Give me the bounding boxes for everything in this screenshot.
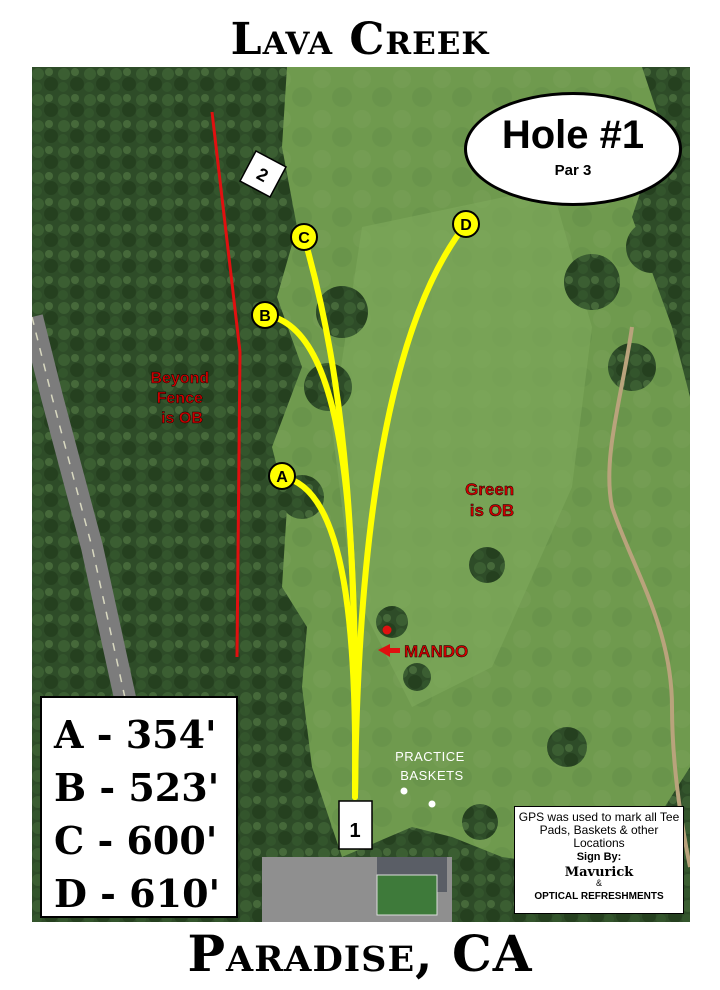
flight-paths xyxy=(262,221,469,800)
tree-clump xyxy=(626,221,678,273)
basket-a: A xyxy=(268,462,296,490)
practice-baskets-label: PRACTICE BASKETS xyxy=(395,749,469,783)
ampersand: & xyxy=(595,878,602,888)
svg-text:C: C xyxy=(298,230,310,247)
distance-c: C - 600' xyxy=(54,818,218,863)
hole-par: Par 3 xyxy=(554,162,592,179)
distance-b: B - 523' xyxy=(54,765,220,810)
green-ob-label: Green is OB xyxy=(465,480,519,520)
tree-clump xyxy=(376,606,408,638)
fairway xyxy=(332,187,592,707)
ob-fence-line xyxy=(210,111,242,658)
tree-clump xyxy=(462,804,498,840)
highway-center-line xyxy=(32,316,143,788)
basket-b: B xyxy=(251,301,279,329)
course-location: Paradise, CA xyxy=(187,924,533,983)
svg-text:A: A xyxy=(276,469,288,486)
tennis-court xyxy=(376,874,438,916)
author-name: Mavurick xyxy=(564,865,634,880)
tree-clump xyxy=(608,343,656,391)
fence-ob-label: Beyond Fence is OB xyxy=(150,370,213,427)
tee-pad-1: 1 xyxy=(338,800,373,850)
tree-clump xyxy=(469,547,505,583)
sign-by-label: Sign By: xyxy=(576,851,622,863)
basket-d: D xyxy=(452,210,480,238)
tree-clump xyxy=(547,727,587,767)
hole-info-oval: Hole #1 Par 3 xyxy=(464,92,682,206)
dirt-path xyxy=(607,326,690,868)
hole-number: Hole #1 xyxy=(501,113,645,157)
gps-note: GPS was used to mark all Tee Pads, Baske… xyxy=(518,810,680,850)
distance-a: A - 354' xyxy=(54,712,217,757)
tee-pad-2: 2 xyxy=(238,149,288,199)
flight-path-d xyxy=(352,221,469,800)
course-title: Lava Creek xyxy=(230,14,490,65)
svg-text:1: 1 xyxy=(349,820,360,842)
practice-basket xyxy=(400,787,408,795)
practice-basket xyxy=(428,800,436,808)
distance-legend: A - 354' B - 523' C - 600' D - 610' xyxy=(40,696,238,918)
distance-d: D - 610' xyxy=(54,871,221,916)
satellite-map: Beyond Fence is OB Green is OB A B C xyxy=(32,67,690,922)
mando-dot xyxy=(382,625,392,635)
tree-clump xyxy=(403,663,431,691)
mando-label: MANDO xyxy=(404,642,468,661)
tree-clump xyxy=(564,254,620,310)
svg-text:B: B xyxy=(259,308,271,325)
tree-clump xyxy=(316,286,368,338)
sign-credit-box: GPS was used to mark all Tee Pads, Baske… xyxy=(514,806,684,914)
mando-arrow-icon xyxy=(378,644,400,657)
basket-c: C xyxy=(290,223,318,251)
company-name: OPTICAL REFRESHMENTS xyxy=(534,891,664,902)
hole-map-graphic: Beyond Fence is OB Green is OB A B C xyxy=(32,67,690,922)
svg-text:D: D xyxy=(460,217,472,234)
